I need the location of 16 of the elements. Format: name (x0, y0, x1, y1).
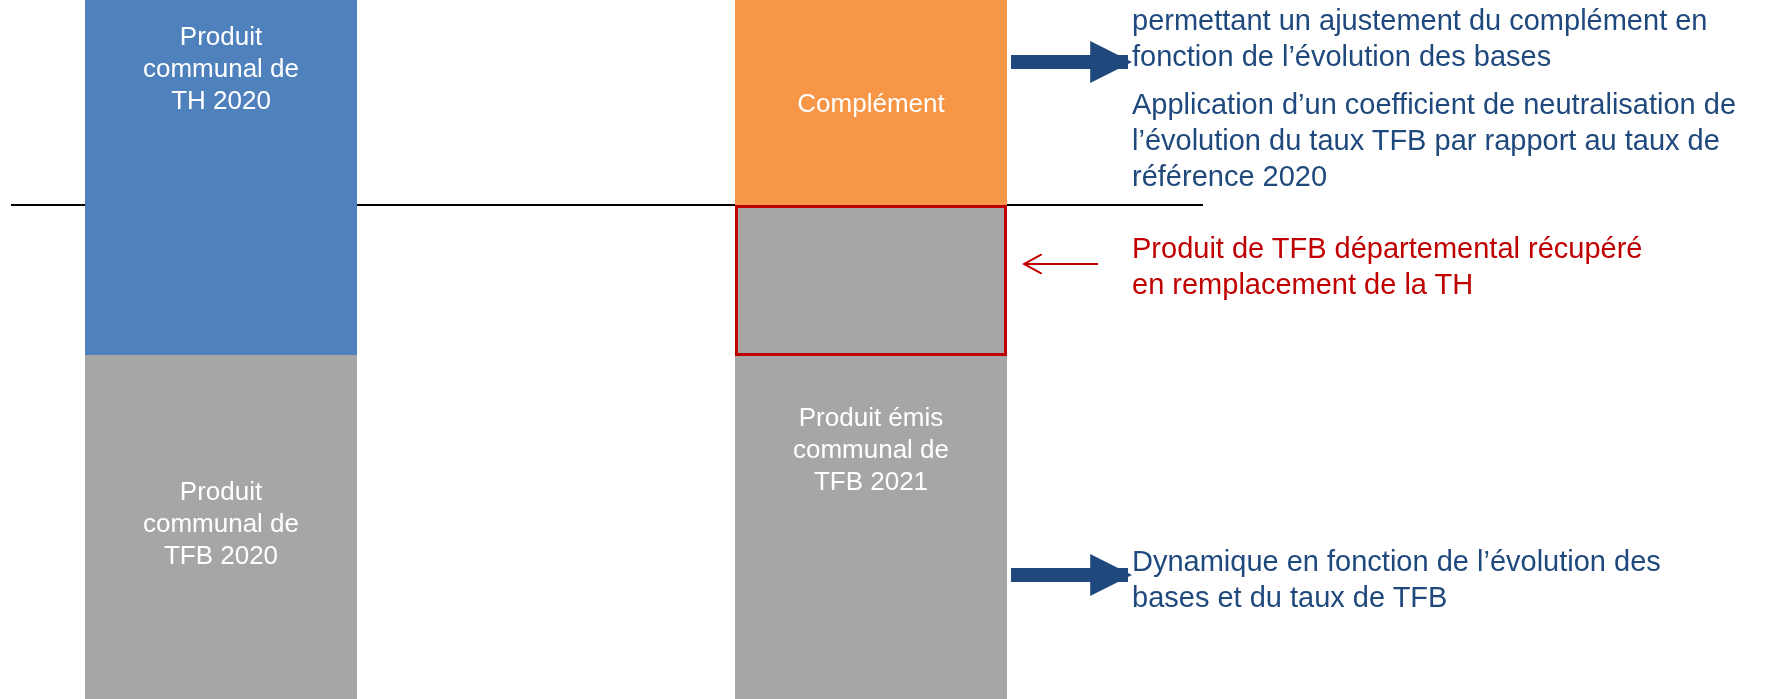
bar-label: Complément (796, 86, 946, 119)
block-arrow (1011, 41, 1133, 83)
arrow (1023, 253, 1099, 275)
note-text: permettant un ajustement du complément en fonction de l’évolution des bases (1132, 3, 1709, 74)
bar-label: Produit émis communal de TFB 2021 (791, 401, 951, 497)
highlight-box (735, 205, 1007, 356)
bar-label: Produit communal de TH 2020 (141, 20, 301, 116)
block-arrow (1011, 554, 1133, 596)
bar-segment (735, 0, 1007, 205)
bar-segment (735, 356, 1007, 699)
bar-segment (85, 355, 357, 699)
note-text: Produit de TFB départemental récupéré en remplacement de la TH (1132, 231, 1644, 302)
note-text: Application d’un coefficient de neutralisation de l’évolution du taux TFB par rapport au taux de référence 2020 (1132, 87, 1738, 194)
bar-label: Produit communal de TFB 2020 (141, 475, 301, 571)
bar-segment (85, 0, 357, 355)
note-text: Dynamique en fonction de l’évolution des bases et du taux de TFB (1132, 544, 1662, 615)
